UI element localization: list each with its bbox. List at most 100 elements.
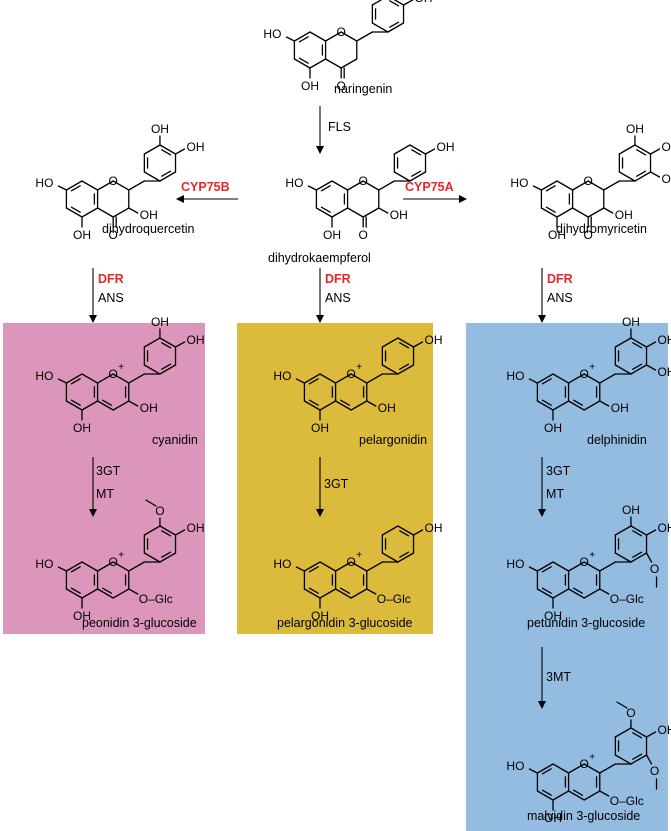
methoxy-3p-label: O	[155, 504, 164, 518]
enzyme-dfr-right: DFR	[547, 272, 573, 286]
hydroxyl-7-label: HO	[35, 557, 53, 571]
hydroxyl-7-label: HO	[35, 176, 53, 190]
molecule-pelargonidin: HO OH O+ OH OH	[273, 333, 442, 435]
hydroxyl-5-label: OH	[311, 609, 329, 623]
label-pelargonidin: pelargonidin	[359, 433, 427, 447]
ring-oxygen-label: O	[337, 25, 346, 39]
hydroxyl-4p-label: OH	[187, 333, 205, 347]
enzyme-mt-left: MT	[96, 487, 114, 501]
carbonyl-oxygen-label: O	[359, 228, 368, 242]
hydroxyl-3p-label: OH	[622, 503, 640, 517]
glucoside-label: O–Glc	[139, 592, 173, 606]
charge-plus-label: +	[118, 362, 124, 373]
hydroxyl-4p-label: OH	[425, 333, 443, 347]
enzyme-3gt-left: 3GT	[96, 464, 121, 478]
hydroxyl-3p-label: OH	[622, 315, 640, 329]
ring-oxygen-label: O	[347, 367, 356, 381]
hydroxyl-3-label: OH	[140, 401, 158, 415]
enzyme-cyp75b: CYP75B	[181, 180, 230, 194]
hydroxyl-3-label: OH	[140, 208, 158, 222]
hydroxyl-4p-label: OH	[425, 521, 443, 535]
hydroxyl-4p-label: OH	[187, 140, 205, 154]
hydroxyl-7-label: HO	[35, 369, 53, 383]
hydroxyl-5-label: OH	[544, 811, 562, 825]
label-dihydromyricetin: dihydromyricetin	[556, 222, 647, 236]
hydroxyl-5-label: OH	[323, 228, 341, 242]
label-peonidin-3-glucoside: peonidin 3-glucoside	[82, 616, 197, 630]
hydroxyl-5-label: OH	[73, 228, 91, 242]
hydroxyl-7-label: HO	[263, 27, 281, 41]
hydroxyl-3p-label: OH	[151, 315, 169, 329]
hydroxyl-3-label: OH	[615, 208, 633, 222]
ring-oxygen-label: O	[109, 367, 118, 381]
hydroxyl-5-label: OH	[311, 421, 329, 435]
molecule-dihydromyricetin: HOOHOOOHOHOHOH	[510, 122, 671, 242]
hydroxyl-4p-label: OH	[658, 333, 671, 347]
carbonyl-oxygen-label: O	[109, 228, 118, 242]
hydroxyl-3-label: OH	[378, 401, 396, 415]
hydroxyl-4p-label: OH	[658, 723, 671, 737]
enzyme-3mt: 3MT	[546, 670, 571, 684]
enzyme-fls: FLS	[328, 120, 351, 134]
charge-plus-label: +	[589, 362, 595, 373]
ring-oxygen-label: O	[109, 555, 118, 569]
ring-oxygen-label: O	[580, 757, 589, 771]
charge-plus-label: +	[356, 362, 362, 373]
hydroxyl-7-label: HO	[506, 557, 524, 571]
enzyme-dfr-center: DFR	[325, 272, 351, 286]
ring-oxygen-label: O	[359, 174, 368, 188]
enzyme-3gt-center: 3GT	[324, 477, 349, 491]
carbonyl-oxygen-label: O	[584, 228, 593, 242]
label-dihydroquercetin: dihydroquercetin	[102, 222, 194, 236]
ring-oxygen-label: O	[347, 555, 356, 569]
methoxy-5p-label: O	[650, 764, 659, 778]
molecule-naringenin: HO OH O O OH	[263, 0, 433, 93]
ring-oxygen-label: O	[580, 367, 589, 381]
ring-oxygen-label: O	[109, 174, 118, 188]
enzyme-ans-left: ANS	[98, 291, 124, 305]
charge-plus-label: +	[589, 550, 595, 561]
cyanidin-panel	[3, 323, 205, 634]
hydroxyl-4p-label: OH	[662, 140, 671, 154]
enzyme-3gt-right: 3GT	[546, 464, 571, 478]
hydroxyl-4p-label: OH	[658, 521, 671, 535]
glucoside-label: O–Glc	[377, 592, 411, 606]
hydroxyl-5-label: OH	[301, 79, 319, 93]
methoxy-3p-label: O	[626, 706, 635, 720]
hydroxyl-3-label: OH	[611, 401, 629, 415]
hydroxyl-4p-label: OH	[437, 140, 455, 154]
enzyme-ans-right: ANS	[547, 291, 573, 305]
hydroxyl-5p-label: OH	[662, 172, 671, 186]
label-dihydrokaempferol: dihydrokaempferol	[268, 251, 371, 265]
ring-oxygen-label: O	[584, 174, 593, 188]
hydroxyl-7-label: HO	[273, 369, 291, 383]
charge-plus-label: +	[589, 752, 595, 763]
label-pelargonidin-3-glucoside: pelargonidin 3-glucoside	[277, 616, 413, 630]
delphinidin-panel	[466, 323, 668, 831]
charge-plus-label: +	[118, 550, 124, 561]
label-cyanidin: cyanidin	[152, 433, 198, 447]
label-naringenin: naringenin	[334, 82, 392, 96]
molecule-dihydroquercetin: HO OH O O OH OH OH	[35, 122, 204, 242]
hydroxyl-7-label: HO	[273, 557, 291, 571]
hydroxyl-5-label: OH	[73, 609, 91, 623]
hydroxyl-7-label: HO	[285, 176, 303, 190]
enzyme-mt-right: MT	[546, 487, 564, 501]
hydroxyl-7-label: HO	[510, 176, 528, 190]
enzyme-dfr-left: DFR	[98, 272, 124, 286]
hydroxyl-5p-label: OH	[658, 365, 671, 379]
charge-plus-label: +	[356, 550, 362, 561]
hydroxyl-4p-label: OH	[415, 0, 433, 5]
hydroxyl-3p-label: OH	[151, 122, 169, 136]
enzyme-ans-center: ANS	[325, 291, 351, 305]
ring-oxygen-label: O	[580, 555, 589, 569]
enzyme-cyp75a: CYP75A	[405, 180, 454, 194]
carbonyl-oxygen-label: O	[337, 79, 346, 93]
